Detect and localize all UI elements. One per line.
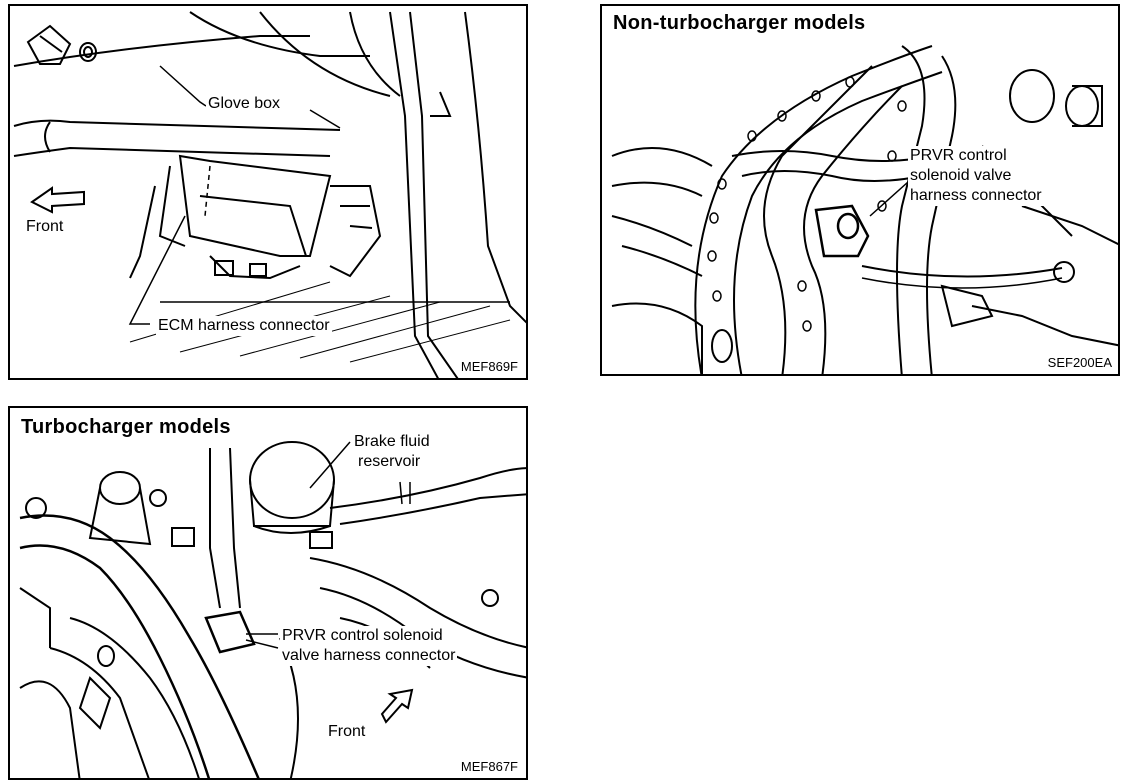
glove-box-label: Glove box: [206, 94, 283, 114]
front-label: Front: [326, 722, 368, 742]
nonturbo-engine-illustration: [611, 45, 1118, 374]
turbo-title: Turbocharger models: [18, 416, 234, 439]
glovebox-diagram-panel: Glove box Front ECM harness connector ME…: [8, 4, 528, 380]
figure-code: SEF200EA: [1045, 355, 1114, 370]
figure-code: MEF867F: [458, 759, 520, 774]
figure-code: MEF869F: [458, 359, 520, 374]
brake-fluid-reservoir-label: Brake fluid reservoir: [352, 432, 432, 472]
prvr-solenoid-connector-label: PRVR control solenoid valve harness conn…: [280, 626, 458, 666]
prvr-solenoid-connector-label: PRVR control solenoid valve harness conn…: [908, 146, 1044, 206]
turbo-engine-illustration: [19, 441, 526, 778]
nonturbo-title: Non-turbocharger models: [610, 12, 869, 35]
nonturbo-diagram-panel: Non-turbocharger models PRVR control sol…: [600, 4, 1120, 376]
front-arrow-icon: [30, 186, 85, 214]
ecm-harness-connector-label: ECM harness connector: [156, 316, 332, 336]
front-label: Front: [24, 217, 66, 237]
turbo-diagram-panel: Turbocharger models Brake fluid reservoi…: [8, 406, 528, 780]
front-arrow-icon: [380, 688, 414, 724]
